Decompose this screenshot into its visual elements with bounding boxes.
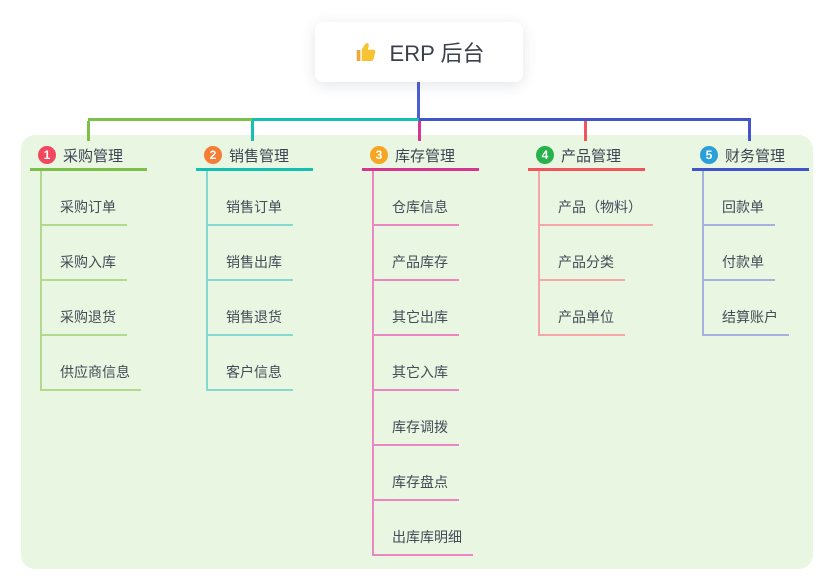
- branch-number-badge: 4: [536, 146, 554, 164]
- branch-header-2[interactable]: 2 销售管理: [196, 145, 313, 171]
- child-node-label[interactable]: 客户信息: [208, 362, 293, 391]
- branch-column: 1 采购管理采购订单采购入库采购退货供应商信息: [30, 145, 147, 391]
- branch-header-1[interactable]: 1 采购管理: [30, 145, 147, 171]
- child-node: 其它入库: [374, 336, 479, 391]
- root-title: ERP 后台: [389, 41, 485, 66]
- child-node-label[interactable]: 其它出库: [374, 307, 459, 336]
- child-node: 供应商信息: [42, 336, 147, 391]
- branch-bus-segment: [252, 118, 420, 121]
- child-node: 其它出库: [374, 281, 479, 336]
- child-node-label[interactable]: 销售退货: [208, 307, 293, 336]
- child-node-label[interactable]: 库存盘点: [374, 472, 459, 501]
- branch-drop-line: [418, 121, 421, 141]
- branch-children: 销售订单销售出库销售退货客户信息: [206, 171, 313, 391]
- branch-header-3[interactable]: 3 库存管理: [362, 145, 479, 171]
- child-node: 客户信息: [208, 336, 313, 391]
- thumbs-up-icon: [356, 43, 375, 61]
- branch-children: 采购订单采购入库采购退货供应商信息: [40, 171, 147, 391]
- child-node-label[interactable]: 产品库存: [374, 252, 459, 281]
- child-node: 产品单位: [540, 281, 645, 336]
- branch-header-4[interactable]: 4 产品管理: [528, 145, 645, 171]
- branch-label: 库存管理: [395, 147, 456, 165]
- branch-children: 回款单付款单结算账户: [702, 171, 809, 336]
- branch-children: 仓库信息产品库存其它出库其它入库库存调拨库存盘点出库库明细: [372, 171, 479, 556]
- branch-label: 销售管理: [229, 147, 290, 165]
- child-node-label[interactable]: 其它入库: [374, 362, 459, 391]
- mindmap-panel: [21, 135, 813, 569]
- child-node-label[interactable]: 采购入库: [42, 252, 127, 281]
- branch-header-5[interactable]: 5 财务管理: [692, 145, 809, 171]
- branch-number-badge: 1: [38, 146, 56, 164]
- child-node-label[interactable]: 销售出库: [208, 252, 293, 281]
- child-node: 出库库明细: [374, 501, 479, 556]
- child-node: 仓库信息: [374, 171, 479, 226]
- child-node: 销售出库: [208, 226, 313, 281]
- child-node-label[interactable]: 销售订单: [208, 197, 293, 226]
- child-node-label[interactable]: 采购订单: [42, 197, 127, 226]
- child-node-label[interactable]: 回款单: [704, 197, 775, 226]
- child-node-label[interactable]: 付款单: [704, 252, 775, 281]
- child-node-label[interactable]: 采购退货: [42, 307, 127, 336]
- child-node: 采购入库: [42, 226, 147, 281]
- root-connector-line: [417, 82, 420, 121]
- child-node-label[interactable]: 仓库信息: [374, 197, 459, 226]
- child-node: 库存调拨: [374, 391, 479, 446]
- root-node[interactable]: ERP 后台: [315, 22, 523, 82]
- child-node: 采购退货: [42, 281, 147, 336]
- branch-drop-line: [87, 121, 90, 141]
- child-node-label[interactable]: 产品单位: [540, 307, 625, 336]
- child-node: 产品库存: [374, 226, 479, 281]
- branch-bus-segment: [419, 118, 751, 121]
- branch-drop-line: [584, 121, 587, 141]
- child-node: 回款单: [704, 171, 809, 226]
- branch-label: 产品管理: [561, 147, 622, 165]
- branch-number-badge: 5: [700, 146, 718, 164]
- child-node: 销售退货: [208, 281, 313, 336]
- child-node-label[interactable]: 结算账户: [704, 307, 789, 336]
- child-node-label[interactable]: 供应商信息: [42, 362, 141, 391]
- branch-column: 2 销售管理销售订单销售出库销售退货客户信息: [196, 145, 313, 391]
- branch-drop-line: [748, 121, 751, 141]
- branch-column: 3 库存管理仓库信息产品库存其它出库其它入库库存调拨库存盘点出库库明细: [362, 145, 479, 556]
- child-node: 付款单: [704, 226, 809, 281]
- child-node: 库存盘点: [374, 446, 479, 501]
- branch-number-badge: 3: [370, 146, 388, 164]
- child-node: 采购订单: [42, 171, 147, 226]
- child-node: 销售订单: [208, 171, 313, 226]
- branch-bus-segment: [88, 118, 253, 121]
- child-node: 产品（物料）: [540, 171, 653, 226]
- branch-drop-line: [251, 121, 254, 141]
- branch-number-badge: 2: [204, 146, 222, 164]
- child-node-label[interactable]: 库存调拨: [374, 417, 459, 446]
- branch-column: 4 产品管理产品（物料） 产品分类产品单位: [528, 145, 653, 336]
- branch-children: 产品（物料） 产品分类产品单位: [538, 171, 653, 336]
- child-node: 结算账户: [704, 281, 809, 336]
- child-node: 产品分类: [540, 226, 645, 281]
- child-node-label[interactable]: 产品分类: [540, 252, 625, 281]
- branch-label: 财务管理: [725, 147, 786, 165]
- branch-label: 采购管理: [63, 147, 124, 165]
- child-node-label[interactable]: 出库库明细: [374, 527, 473, 556]
- child-node-label[interactable]: 产品（物料）: [540, 197, 653, 226]
- branch-column: 5 财务管理回款单付款单结算账户: [692, 145, 809, 336]
